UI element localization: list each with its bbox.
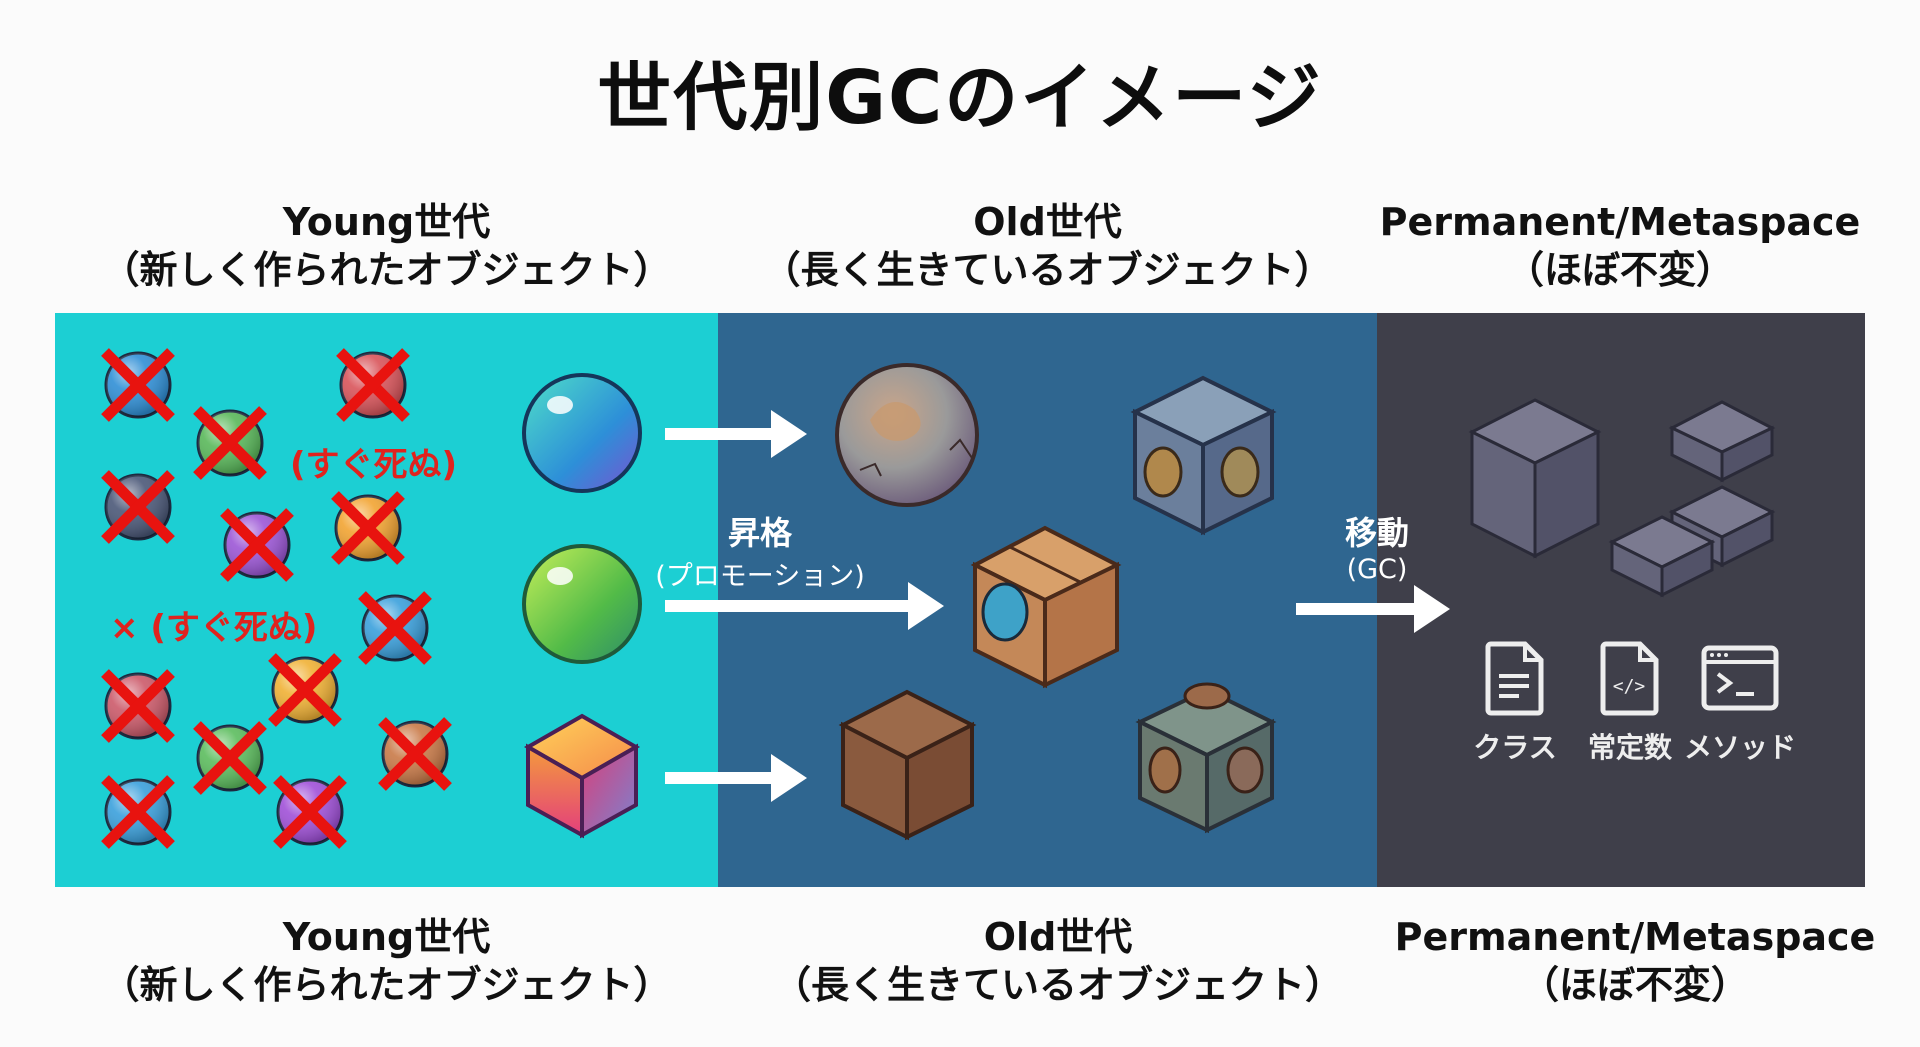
dead-x-mark-icon [358,591,432,665]
dead-x-mark-icon [101,348,175,422]
old-gen-header: Old世代 （長く生きているオブジェクト） [718,198,1377,294]
promotion-sub-label: (プロモーション) [655,561,865,592]
perm-gen-panel [1377,313,1865,887]
move-label: 移動 [1344,514,1409,552]
code-file-icon: </> [1600,641,1659,716]
metaspace-large-block [1468,398,1602,559]
old-gen-footer: Old世代 （長く生きているオブジェクト） [718,913,1398,1009]
perm-gen-desc: （ほぼ不変） [1520,963,1749,1007]
dead-x-mark-icon [101,775,175,849]
young-gen-desc: （新しく作られたオブジェクト） [101,248,672,292]
dead-x-mark-icon [193,721,267,795]
promotion-label-group: 昇格 (プロモーション) [650,508,870,593]
old-stone-sphere [835,363,979,507]
dead-x-mark-icon [101,669,175,743]
perm-gen-name: Permanent/Metaspace [1394,915,1876,959]
young-gen-header: Young世代 （新しく作られたオブジェクト） [55,198,718,294]
document-icon [1485,641,1544,716]
old-gen-desc: （長く生きているオブジェクト） [762,248,1333,292]
metaspace-item-label: クラス [1473,731,1557,764]
metaspace-item-method: メソッド [1680,640,1800,766]
metaspace-item-constants: </> 常定数 [1575,640,1685,766]
dead-x-mark-icon [193,406,267,480]
promotion-label: 昇格 [727,514,792,552]
diagram-title: 世代別GCのイメージ [597,55,1323,141]
old-stone-cube-gears [1130,375,1277,536]
metaspace-small-block [1668,400,1776,483]
dead-x-mark-icon [273,775,347,849]
metaspace-small-block [1608,515,1716,598]
old-rusty-cube-ports [1135,682,1277,834]
move-label-group: 移動 (GC) [1322,508,1432,585]
dead-x-mark-icon [220,508,294,582]
old-gen-name: Old世代 [973,200,1122,244]
dies-soon-label: (すぐ死ぬ) [290,445,458,485]
survivor-sphere-blue [522,373,642,493]
old-brown-cube [838,689,977,841]
move-sub-label: (GC) [1346,554,1408,585]
perm-gen-footer: Permanent/Metaspace （ほぼ不変） [1390,913,1880,1009]
move-gc-arrow [1296,585,1450,633]
young-gen-desc: （新しく作られたオブジェクト） [101,963,672,1007]
terminal-icon [1701,645,1779,711]
promotion-arrow [665,754,807,802]
young-gen-footer: Young世代 （新しく作られたオブジェクト） [55,913,718,1009]
dead-x-mark-icon [331,491,405,565]
dead-x-mark-icon [268,653,342,727]
metaspace-item-label: 常定数 [1587,731,1672,764]
dead-x-mark-icon [378,717,452,791]
survivor-cube-gradient [523,713,641,839]
metaspace-item-class: クラス [1460,640,1570,766]
metaspace-item-label: メソッド [1683,731,1796,764]
old-box-with-lens [970,525,1122,689]
old-gen-desc: （長く生きているオブジェクト） [772,963,1343,1007]
promotion-arrow [665,582,944,630]
perm-gen-name: Permanent/Metaspace [1379,200,1861,244]
young-gen-name: Young世代 [282,200,491,244]
svg-text:</>: </> [1613,676,1646,697]
promotion-arrow [665,410,807,458]
dies-soon-label-x: × (すぐ死ぬ) [110,608,318,648]
perm-gen-desc: （ほぼ不変） [1505,248,1734,292]
young-gen-name: Young世代 [282,915,491,959]
dead-x-mark-icon [101,470,175,544]
perm-gen-header: Permanent/Metaspace （ほぼ不変） [1360,198,1880,294]
dead-x-mark-icon [336,348,410,422]
old-gen-name: Old世代 [983,915,1133,959]
survivor-sphere-green [522,544,642,664]
